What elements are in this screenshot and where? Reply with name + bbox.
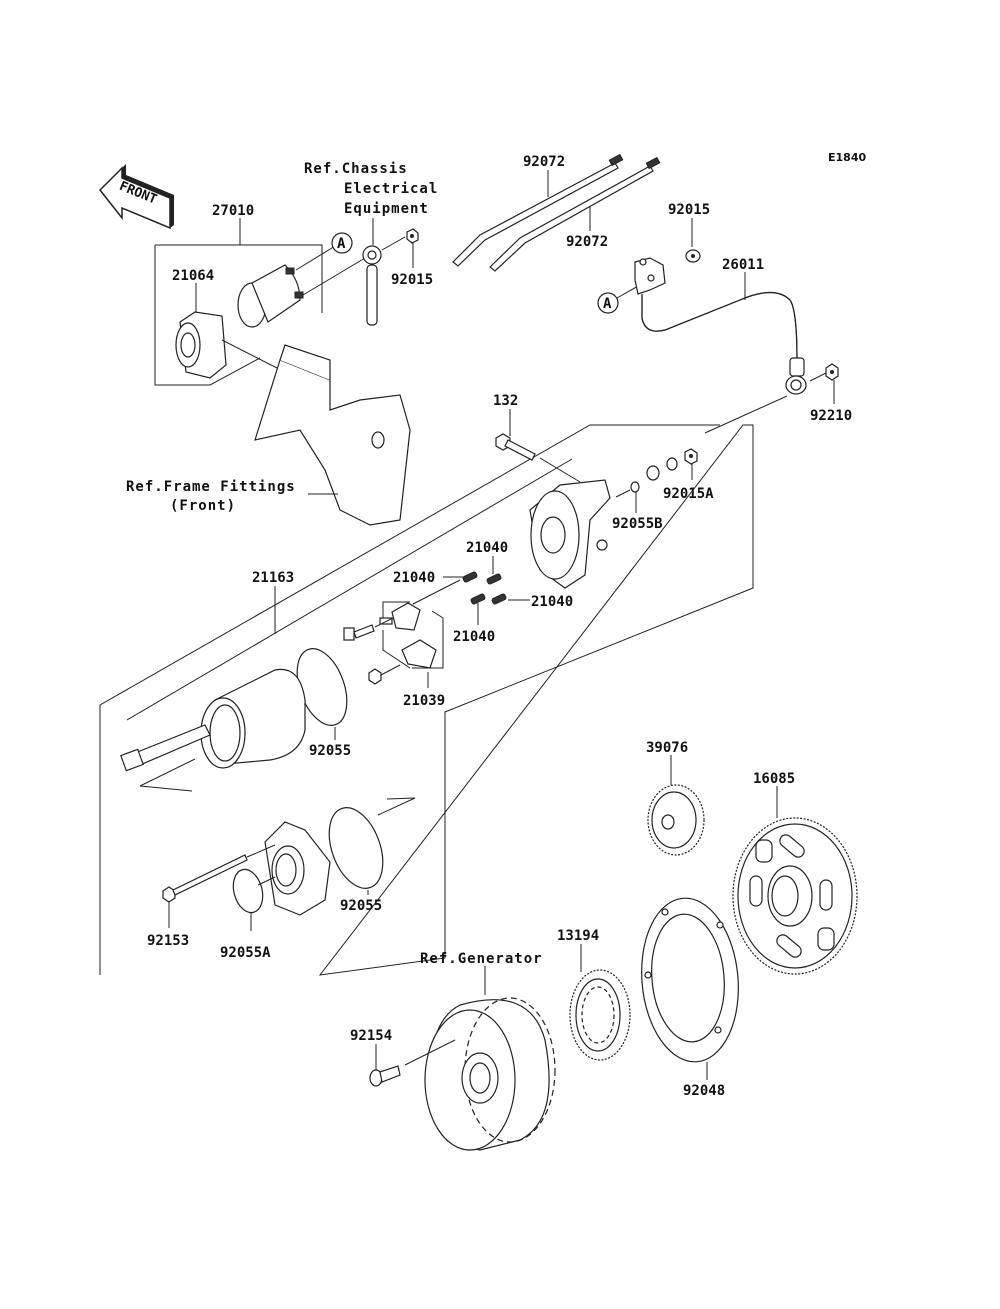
cable-lug xyxy=(634,257,666,295)
svg-text:A: A xyxy=(337,236,346,252)
part-21064-group[interactable]: 21064 xyxy=(172,268,286,379)
part-label-21040-left[interactable]: 21040 xyxy=(393,570,435,586)
part-label-21163[interactable]: 21163 xyxy=(252,570,294,586)
starter-front-cover xyxy=(257,821,331,916)
ref-generator[interactable]: Ref.Generator xyxy=(420,951,556,1151)
part-label-21040-top[interactable]: 21040 xyxy=(466,540,508,556)
generator-rotor xyxy=(424,997,556,1151)
part-label-92055A[interactable]: 92055A xyxy=(220,945,271,961)
part-label-26011[interactable]: 26011 xyxy=(722,257,764,273)
part-label-92015-relay[interactable]: 92015 xyxy=(391,272,433,288)
part-label-21064[interactable]: 21064 xyxy=(172,268,214,284)
part-label-92072-upper[interactable]: 92072 xyxy=(523,154,565,170)
part-label-92153[interactable]: 92153 xyxy=(147,933,189,949)
part-label-39076[interactable]: 39076 xyxy=(646,740,688,756)
diagram-code: E1840 xyxy=(828,151,866,164)
part-label-92055B[interactable]: 92055B xyxy=(612,516,663,532)
part-92154-bolt[interactable]: 92154 xyxy=(350,1028,456,1087)
part-92210-nut[interactable]: 92210 xyxy=(810,363,852,424)
part-92048-clutch-holder[interactable]: 92048 xyxy=(635,894,745,1099)
part-92015-cable-nut[interactable]: 92015 xyxy=(668,202,710,263)
part-39076-idle-gear[interactable]: 39076 xyxy=(646,740,705,856)
ref-frame-line2[interactable]: (Front) xyxy=(170,498,236,514)
part-label-21039[interactable]: 21039 xyxy=(403,693,445,709)
ref-generator-label[interactable]: Ref.Generator xyxy=(420,951,543,967)
starter-motor-body xyxy=(120,668,306,792)
cable-end-terminal xyxy=(785,357,807,395)
part-16085-starter-gear[interactable]: 16085 xyxy=(732,771,858,975)
part-21040-spring-right[interactable]: 21040 xyxy=(491,593,573,610)
part-label-16085[interactable]: 16085 xyxy=(753,771,795,787)
part-27010-group[interactable]: 27010 xyxy=(154,203,366,386)
part-21040-spring-top[interactable]: 21040 xyxy=(466,540,508,585)
relay-cover xyxy=(175,311,227,379)
ref-chassis-line2[interactable]: Electrical xyxy=(344,181,438,197)
part-label-92015-cable[interactable]: 92015 xyxy=(668,202,710,218)
part-92072-upper[interactable]: 92072 xyxy=(452,153,624,267)
part-92153-through-bolt[interactable]: 92153 xyxy=(147,844,276,949)
part-label-92055-rear[interactable]: 92055 xyxy=(309,743,351,759)
part-label-92154[interactable]: 92154 xyxy=(350,1028,392,1044)
part-label-92015A[interactable]: 92015A xyxy=(663,486,714,502)
part-label-92072-lower[interactable]: 92072 xyxy=(566,234,608,250)
part-92055A-oring-shaft[interactable]: 92055A xyxy=(220,866,271,961)
part-label-27010[interactable]: 27010 xyxy=(212,203,254,219)
svg-text:A: A xyxy=(603,296,612,312)
part-label-132[interactable]: 132 xyxy=(493,393,518,409)
cable-terminal xyxy=(362,245,382,326)
part-13194-one-way-clutch[interactable]: 13194 xyxy=(557,928,631,1061)
part-label-92055-front[interactable]: 92055 xyxy=(340,898,382,914)
ref-chassis-electrical[interactable]: Ref.Chassis Electrical Equipment xyxy=(304,161,438,326)
part-label-92048[interactable]: 92048 xyxy=(683,1083,725,1099)
front-arrow-icon: FRONT xyxy=(98,164,174,230)
part-132-bolt[interactable]: 132 xyxy=(493,393,581,483)
starter-relay xyxy=(237,264,304,328)
frame-bracket xyxy=(254,344,411,526)
part-92015-relay-nut[interactable]: 92015 xyxy=(391,228,433,288)
ref-frame-line1[interactable]: Ref.Frame Fittings xyxy=(126,479,296,495)
ref-chassis-line3[interactable]: Equipment xyxy=(344,201,429,217)
part-92015A-nut-washers[interactable]: 92015A xyxy=(646,448,714,502)
part-26011-cable[interactable]: 26011 xyxy=(634,257,827,395)
ref-frame-fittings[interactable]: Ref.Frame Fittings (Front) xyxy=(126,344,411,526)
part-21039-brush-holder[interactable]: 21039 xyxy=(343,579,461,709)
ref-chassis-line1[interactable]: Ref.Chassis xyxy=(304,161,408,177)
part-label-92210[interactable]: 92210 xyxy=(810,408,852,424)
part-label-13194[interactable]: 13194 xyxy=(557,928,599,944)
part-92055B-oring[interactable]: 92055B xyxy=(612,481,663,532)
part-21040-spring-bottom[interactable]: 21040 xyxy=(453,593,495,645)
starter-end-cover xyxy=(529,479,611,589)
part-label-21040-right[interactable]: 21040 xyxy=(531,594,573,610)
part-92072-lower[interactable]: 92072 xyxy=(489,156,661,272)
ref-marker-a-right: A xyxy=(597,284,641,314)
part-21040-spring-left[interactable]: 21040 xyxy=(393,570,478,586)
part-label-21040-bottom[interactable]: 21040 xyxy=(453,629,495,645)
part-92055-oring-front[interactable]: 92055 xyxy=(319,797,416,914)
part-21163-bracket[interactable]: 21163 xyxy=(99,395,788,976)
ref-marker-a-left: A xyxy=(331,232,353,254)
